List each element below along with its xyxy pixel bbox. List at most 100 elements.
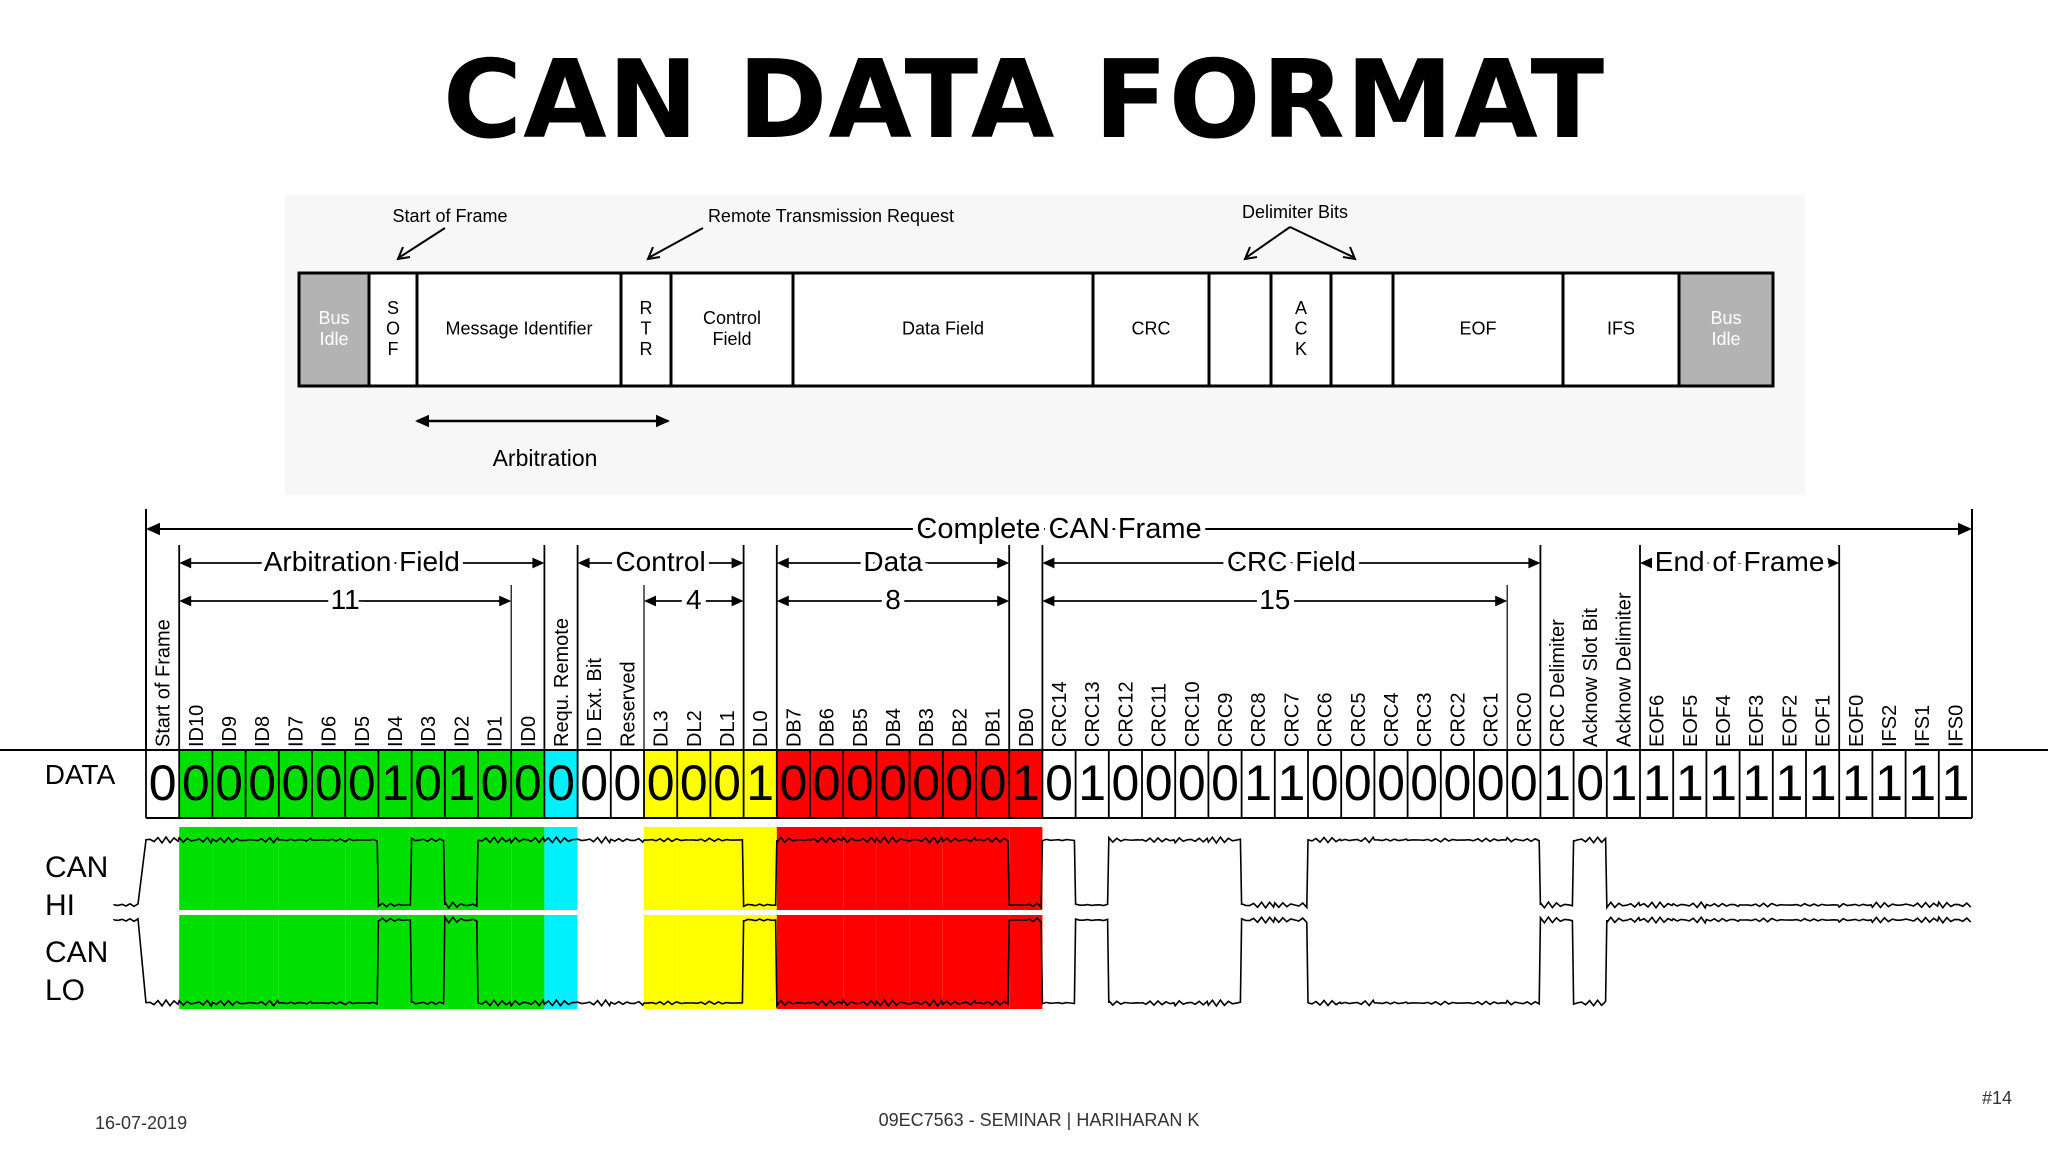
bit-name-label: CRC1 [1481,693,1503,747]
group-label: Arbitration Field [264,546,460,577]
frame-field-box [1561,271,1681,388]
bit-name-label: IFS1 [1912,705,1934,747]
bit-name-label: ID1 [485,716,507,747]
signal-bit-highlight [644,827,678,1009]
bit-name-label: EOF4 [1713,695,1735,747]
bit-name-label: ID0 [518,716,540,747]
footer-page-number: #14 [1982,1088,2013,1108]
data-bit-value: 0 [481,755,509,811]
frame-field-label: EOF [1459,318,1496,338]
data-bit-value: 1 [746,755,774,811]
signal-bit-highlight [245,827,279,1009]
signal-bit-highlight [677,827,711,1009]
signal-bit-highlight [544,827,578,1009]
bit-name-label: ID9 [219,716,241,747]
signal-bit-highlight [876,827,910,1009]
data-bit-value: 1 [381,755,409,811]
data-bit-highlight [710,750,744,818]
data-bit-highlight [743,750,777,818]
signal-bit-highlight [511,827,545,1009]
bit-name-label: CRC12 [1115,681,1137,747]
data-bit-value: 0 [547,755,575,811]
group-label: Data [863,546,923,577]
bit-name-label: ID3 [418,716,440,747]
group-arrowhead-left [1640,557,1652,569]
data-bit-value: 0 [1576,755,1604,811]
bit-name-label: CRC14 [1049,681,1071,747]
count-label: 15 [1259,584,1290,615]
bit-name-label: CRC6 [1315,693,1337,747]
data-bit-highlight [810,750,844,818]
frame-field-label: Message Identifier [445,318,592,338]
data-bit-value: 0 [879,755,907,811]
delimiter-callout-line-right [1289,226,1354,258]
data-bit-highlight [644,750,678,818]
signal-bit-highlight [278,827,312,1009]
count-arrowhead-right [499,595,512,607]
bit-name-label: DB4 [883,708,905,747]
data-bit-highlight [378,750,412,818]
delimiter-callout-line-left [1246,226,1291,258]
data-bit-highlight [544,750,578,818]
arbitration-label: Arbitration [493,445,598,471]
bit-name-label: CRC Delimiter [1547,619,1569,747]
bit-name-label: CRC4 [1381,693,1403,747]
group-arrowhead-left [1042,557,1055,569]
data-bit-value: 0 [945,755,973,811]
signal-bit-highlight [478,827,512,1009]
bit-name-label: DB6 [817,708,839,747]
bit-name-label: DB0 [1016,708,1038,747]
signal-bit-highlight [444,827,478,1009]
data-bit-value: 0 [514,755,542,811]
data-bit-value: 0 [813,755,841,811]
count-arrowhead-right [1495,595,1508,607]
bit-name-label: ID7 [285,716,307,747]
data-bit-highlight [312,750,346,818]
frame-field-label: IFS [1607,318,1635,338]
data-bit-value: 1 [1941,755,1969,811]
signal-bit-highlight [942,827,976,1009]
data-bit-value: 1 [1908,755,1936,811]
data-bit-value: 1 [1742,755,1770,811]
data-bit-value: 1 [1543,755,1571,811]
signal-bit-highlight [212,827,246,1009]
count-label: 8 [885,584,901,615]
data-bit-highlight [677,750,711,818]
group-label: End of Frame [1655,546,1825,577]
data-bit-value: 1 [447,755,475,811]
rtr-callout-line [649,227,704,258]
data-bit-highlight [776,750,810,818]
data-bit-highlight [345,750,379,818]
frame-field-box [367,271,419,388]
bit-name-label: CRC8 [1248,693,1270,747]
bit-name-label: CRC7 [1281,693,1303,747]
data-bit-value: 1 [1643,755,1671,811]
data-bit-highlight [942,750,976,818]
data-bit-value: 1 [1676,755,1704,811]
data-bit-value: 0 [779,755,807,811]
data-bit-value: 0 [1211,755,1239,811]
bit-name-label: EOF1 [1813,695,1835,747]
frame-field-box [1329,271,1395,388]
group-arrowhead-right [997,557,1010,569]
frame-field-label: Data Field [902,318,984,338]
data-bit-value: 0 [713,755,741,811]
data-bit-highlight [976,750,1010,818]
group-arrowhead-left [179,557,192,569]
data-bit-value: 1 [1709,755,1737,811]
footer-date: 16-07-2019 [95,1113,188,1133]
data-bit-highlight [212,750,246,818]
bit-name-label: ID6 [319,716,341,747]
bit-name-label: IFS2 [1879,705,1901,747]
bit-name-label: DB1 [983,708,1005,747]
signal-bit-highlight [378,827,412,1009]
data-bit-value: 0 [912,755,940,811]
data-bit-value: 0 [281,755,309,811]
